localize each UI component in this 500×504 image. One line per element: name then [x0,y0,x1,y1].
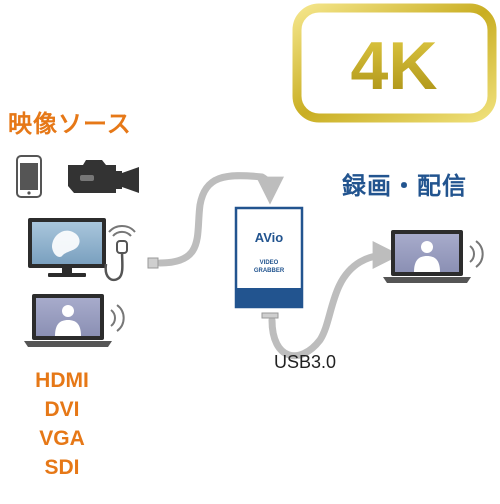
probe-icon [104,225,136,282]
smartphone-icon [16,155,42,198]
device-line1: VIDEO [260,260,279,266]
ultrasound-monitor-icon [28,218,106,277]
hdmi-connector [147,257,159,269]
output-cable [268,241,401,360]
laptop-destination-icon [383,230,471,283]
4k-badge: 4K [292,3,497,123]
sources-title: 映像ソース [8,110,132,138]
wireless-icon-destination [469,240,484,268]
video-grabber-device: AVio VIDEO GRABBER [234,206,304,309]
format-list: HDMI DVI VGA SDI [22,366,102,482]
format-vga: VGA [39,427,85,450]
laptop-source-icon [24,294,112,347]
device-line2: GRABBER [254,268,285,274]
usb-label: USB3.0 [274,352,337,372]
wireless-icon [110,304,125,332]
input-cable [156,172,284,267]
4k-badge-label: 4K [351,28,438,104]
usb-connector [261,312,279,319]
destination-title: 録画・配信 [342,172,467,200]
format-hdmi: HDMI [35,369,89,392]
device-brand: AVio [255,230,283,245]
format-dvi: DVI [44,398,80,421]
video-camera-icon [68,160,139,193]
format-sdi: SDI [44,456,80,479]
